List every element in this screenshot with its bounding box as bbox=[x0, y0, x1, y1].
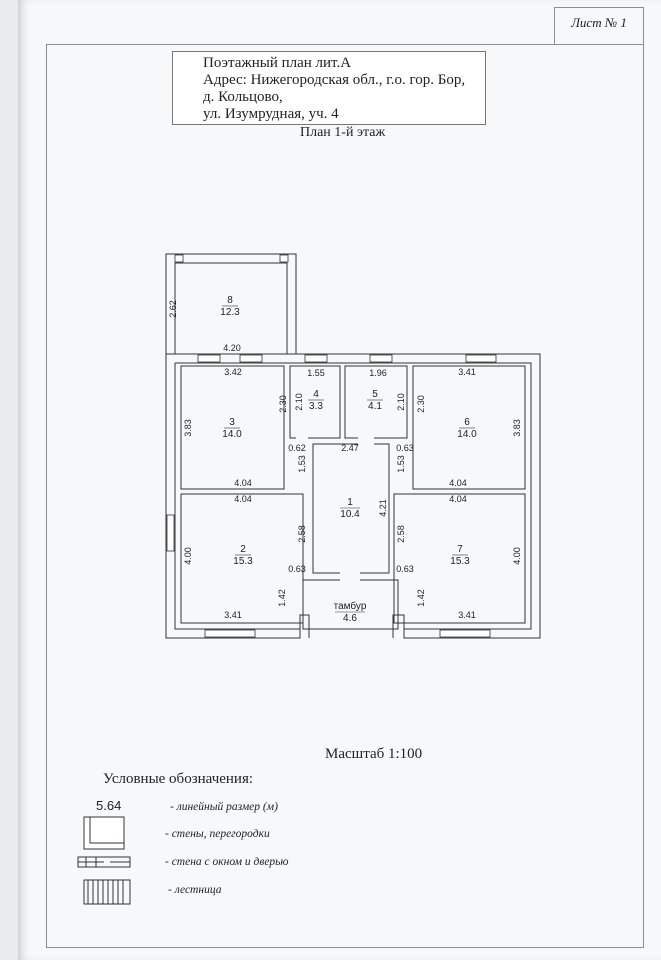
dim-4-00-right: 4.00 bbox=[512, 547, 522, 565]
dim-4-21: 4.21 bbox=[378, 499, 388, 517]
dim-3-41-bottom-right: 3.41 bbox=[458, 610, 476, 620]
wall-symbol bbox=[83, 816, 125, 850]
vestibule-area: 4.6 bbox=[343, 613, 357, 624]
scale-label: Масштаб 1:100 bbox=[325, 746, 423, 762]
dim-4-20: 4.20 bbox=[223, 343, 241, 353]
dim-2-62: 2.62 bbox=[168, 300, 178, 318]
room-1-id: 1 bbox=[347, 497, 353, 508]
dim-1-42-b: 1.42 bbox=[416, 589, 426, 607]
dim-0-62: 0.62 bbox=[288, 443, 306, 453]
room-2-id: 2 bbox=[240, 544, 246, 555]
sheet-number: Лист № 1 bbox=[554, 7, 644, 45]
legend-sample-dimension: 5.64 bbox=[96, 798, 122, 813]
dim-2-47: 2.47 bbox=[341, 443, 359, 453]
title-line-1: Поэтажный план лит.А bbox=[203, 55, 352, 71]
room-4-area: 3.3 bbox=[309, 401, 323, 412]
document-sheet bbox=[18, 0, 661, 960]
dim-2-58-a: 2.58 bbox=[297, 525, 307, 543]
dim-1-96: 1.96 bbox=[369, 368, 387, 378]
room-3-id: 3 bbox=[229, 417, 235, 428]
dim-2-30-a: 2.30 bbox=[278, 395, 288, 413]
legend-item-stairs: - лестница bbox=[168, 884, 222, 896]
legend-item-dimension: - линейный размер (м) bbox=[170, 801, 278, 813]
dim-4-04-d: 4.04 bbox=[449, 494, 467, 504]
dim-4-04-a: 4.04 bbox=[234, 478, 252, 488]
dim-4-04-b: 4.04 bbox=[234, 494, 252, 504]
room-labels: 8 12.3 3 14.0 4 3.3 5 4.1 6 14.0 1 10.4 … bbox=[220, 295, 477, 624]
dim-3-41-bottom-left: 3.41 bbox=[224, 610, 242, 620]
doorways bbox=[296, 436, 374, 582]
dim-1-53-b: 1.53 bbox=[396, 455, 406, 473]
room-5-area: 4.1 bbox=[368, 401, 382, 412]
dim-3-83-right: 3.83 bbox=[512, 419, 522, 437]
dim-0-63-b: 0.63 bbox=[288, 564, 306, 574]
room-8-id: 8 bbox=[227, 295, 233, 306]
dimension-labels: 2.62 4.20 3.42 1.55 1.96 3.41 3.83 2.30 … bbox=[168, 300, 522, 620]
dim-2-30-b: 2.30 bbox=[416, 395, 426, 413]
room-3-area: 14.0 bbox=[222, 429, 242, 440]
room-5-id: 5 bbox=[372, 389, 378, 400]
title-line-2: Адрес: Нижегородская обл., г.о. гор. Бор… bbox=[203, 72, 466, 88]
vestibule-name: тамбур bbox=[334, 600, 367, 612]
dim-0-63-c: 0.63 bbox=[396, 564, 414, 574]
room-6-area: 14.0 bbox=[457, 429, 477, 440]
room-4-id: 4 bbox=[313, 389, 319, 400]
dim-0-63-a: 0.63 bbox=[396, 443, 414, 453]
dim-2-10-a: 2.10 bbox=[294, 393, 304, 411]
dim-2-58-b: 2.58 bbox=[396, 525, 406, 543]
dim-4-04-c: 4.04 bbox=[449, 478, 467, 488]
title-line-4: ул. Изумрудная, уч. 4 bbox=[203, 106, 339, 122]
legend-item-window-door: - стена с окном и дверью bbox=[165, 856, 289, 868]
dim-4-00-left: 4.00 bbox=[183, 547, 193, 565]
dim-3-83-left: 3.83 bbox=[183, 419, 193, 437]
windows bbox=[166, 254, 497, 638]
room-1-area: 10.4 bbox=[340, 509, 360, 520]
walls bbox=[165, 253, 541, 639]
room-2-area: 15.3 bbox=[233, 556, 253, 567]
title-block: Поэтажный план лит.А Адрес: Нижегородска… bbox=[172, 51, 486, 125]
dim-2-10-b: 2.10 bbox=[396, 393, 406, 411]
dim-1-53-a: 1.53 bbox=[297, 455, 307, 473]
legend-item-walls: - стены, перегородки bbox=[165, 828, 270, 840]
staircase-symbol bbox=[83, 879, 131, 905]
drawing-frame bbox=[46, 44, 644, 948]
wall-window-door-symbol bbox=[77, 856, 131, 868]
room-6-id: 6 bbox=[464, 417, 470, 428]
dim-3-41-top: 3.41 bbox=[458, 367, 476, 377]
room-7-id: 7 bbox=[457, 544, 463, 555]
legend-title: Условные обозначения: bbox=[103, 771, 254, 787]
plan-title: План 1-й этаж bbox=[300, 125, 386, 140]
dim-3-42: 3.42 bbox=[224, 367, 242, 377]
dim-1-42-a: 1.42 bbox=[277, 589, 287, 607]
dim-1-55: 1.55 bbox=[307, 368, 325, 378]
room-7-area: 15.3 bbox=[450, 556, 470, 567]
room-8-area: 12.3 bbox=[220, 307, 240, 318]
legend-symbols bbox=[77, 816, 131, 905]
title-line-3: д. Кольцово, bbox=[203, 89, 283, 105]
